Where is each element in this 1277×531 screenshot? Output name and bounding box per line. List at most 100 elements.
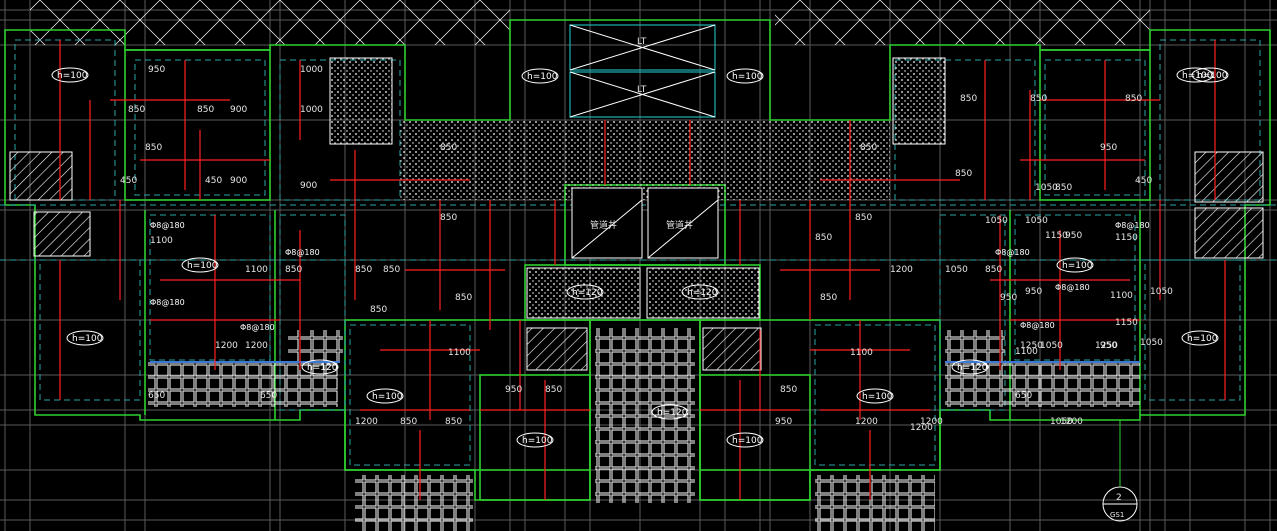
slab-label: h=120: [657, 408, 688, 418]
slab-label: h=100: [1187, 334, 1218, 344]
dimension-label: 850: [860, 143, 877, 153]
slab-ellipse: [726, 432, 764, 448]
elevator-label: LT: [637, 37, 647, 47]
dimension-label: 850: [285, 265, 302, 275]
tile-area: [355, 475, 473, 531]
dimension-label: 1100: [1015, 347, 1038, 357]
dimension-label: 850: [400, 417, 417, 427]
slab-ellipse: [951, 359, 989, 375]
elevator-shafts[interactable]: LT LT: [569, 24, 716, 118]
elevator-label: LT: [637, 85, 647, 95]
axis-bubble[interactable]: 2 GS1: [1102, 420, 1138, 522]
tile-area: [288, 330, 343, 362]
slab-ellipse: [181, 257, 219, 273]
dimension-label: 1150: [1045, 231, 1068, 241]
dimension-label: 1100: [245, 265, 268, 275]
dimension-label: 1200: [855, 417, 878, 427]
dimension-label: 1200: [890, 265, 913, 275]
dimension-label: 850: [197, 105, 214, 115]
dimension-label: 850: [955, 169, 972, 179]
slab-ellipse: [516, 432, 554, 448]
shaft-label: 管道井: [666, 219, 693, 231]
lobby-hatch-right: [646, 267, 760, 319]
dimension-label: 850: [545, 385, 562, 395]
dimension-label: 1050: [1150, 287, 1173, 297]
dimension-label: 950: [1065, 231, 1082, 241]
dimension-label: 1050: [945, 265, 968, 275]
dimension-label: 850: [820, 293, 837, 303]
slab-ellipse: [681, 284, 719, 300]
axis-bubble-number: 2: [1116, 493, 1122, 503]
shaft-label: 管道井: [590, 219, 617, 231]
slab-ellipse: [651, 404, 689, 420]
axis-bubble-code: GS1: [1110, 511, 1124, 519]
slab-label: h=120: [687, 288, 718, 298]
dimension-label: 450: [205, 176, 222, 186]
dimension-label: 450: [1135, 176, 1152, 186]
slab-thickness-labels: h=100h=100h=100h=100h=100h=100h=100h=100…: [51, 67, 1229, 448]
dimension-label: 1200: [910, 423, 933, 433]
hatch-box: [33, 211, 91, 257]
slab-label: h=100: [57, 71, 88, 81]
slab-label: h=100: [1182, 71, 1213, 81]
rebar-lines: [59, 40, 1226, 500]
dimension-label: 950: [1025, 287, 1042, 297]
dimension-label: 1100: [150, 236, 173, 246]
dimension-label: 1050: [985, 216, 1008, 226]
dimension-label: 1050: [1035, 183, 1058, 193]
hatch-box: [1194, 207, 1264, 259]
slab-ellipse: [66, 330, 104, 346]
slab-label: h=100: [72, 334, 103, 344]
dimension-label: 900: [300, 181, 317, 191]
dimension-label: 850: [985, 265, 1002, 275]
roof-hatch-left: [30, 0, 510, 45]
rebar-spec-label: Φ8@180: [1055, 283, 1090, 292]
slab-ellipse: [1176, 67, 1214, 83]
hatch-box: [702, 327, 762, 371]
rebar-spec-label: Φ8@180: [1020, 321, 1055, 330]
dimension-label: 850: [960, 94, 977, 104]
slab-ellipse: [726, 68, 764, 84]
dimension-label: 650: [260, 391, 277, 401]
stair-hatch-right: [892, 57, 946, 145]
dimension-label: 900: [230, 105, 247, 115]
dimension-label: 1000: [300, 65, 323, 75]
dimension-label: 950: [1100, 341, 1117, 351]
slab-label: h=100: [1197, 71, 1228, 81]
slab-ellipse: [521, 68, 559, 84]
slab-label: h=120: [572, 288, 603, 298]
dimension-label: 1100: [448, 348, 471, 358]
dimension-label: 850: [815, 233, 832, 243]
rebar-spec-label: Φ8@180: [285, 248, 320, 257]
dimension-label: 1200: [245, 341, 268, 351]
slab-label: h=100: [522, 436, 553, 446]
dimension-label: 850: [445, 417, 462, 427]
dimension-label: 950: [1100, 143, 1117, 153]
dimension-label: 1100: [1110, 291, 1133, 301]
dimension-label: 850: [145, 143, 162, 153]
dimension-label: 900: [230, 176, 247, 186]
hatch-box: [526, 327, 588, 371]
dimension-label: 650: [148, 391, 165, 401]
slab-ellipse: [566, 284, 604, 300]
dimension-label: 850: [128, 105, 145, 115]
dimension-label: 1200: [920, 417, 943, 427]
tile-area: [945, 330, 1005, 362]
slab-label: h=100: [862, 392, 893, 402]
dimension-label: 950: [505, 385, 522, 395]
slab-label: h=100: [527, 72, 558, 82]
dimension-label: 1150: [1115, 233, 1138, 243]
lobby-hatch-left: [526, 267, 641, 319]
slab-label: h=100: [372, 392, 403, 402]
dimension-label: 1200: [355, 417, 378, 427]
dimension-label: 1200: [1060, 417, 1083, 427]
slab-label: h=120: [307, 363, 338, 373]
pipe-shaft-right: [647, 187, 719, 259]
dimension-label: 1150: [1115, 318, 1138, 328]
dimension-label: 950: [775, 417, 792, 427]
slab-label: h=100: [732, 72, 763, 82]
dimension-label: 1050: [1025, 216, 1048, 226]
dimension-label: 850: [455, 293, 472, 303]
